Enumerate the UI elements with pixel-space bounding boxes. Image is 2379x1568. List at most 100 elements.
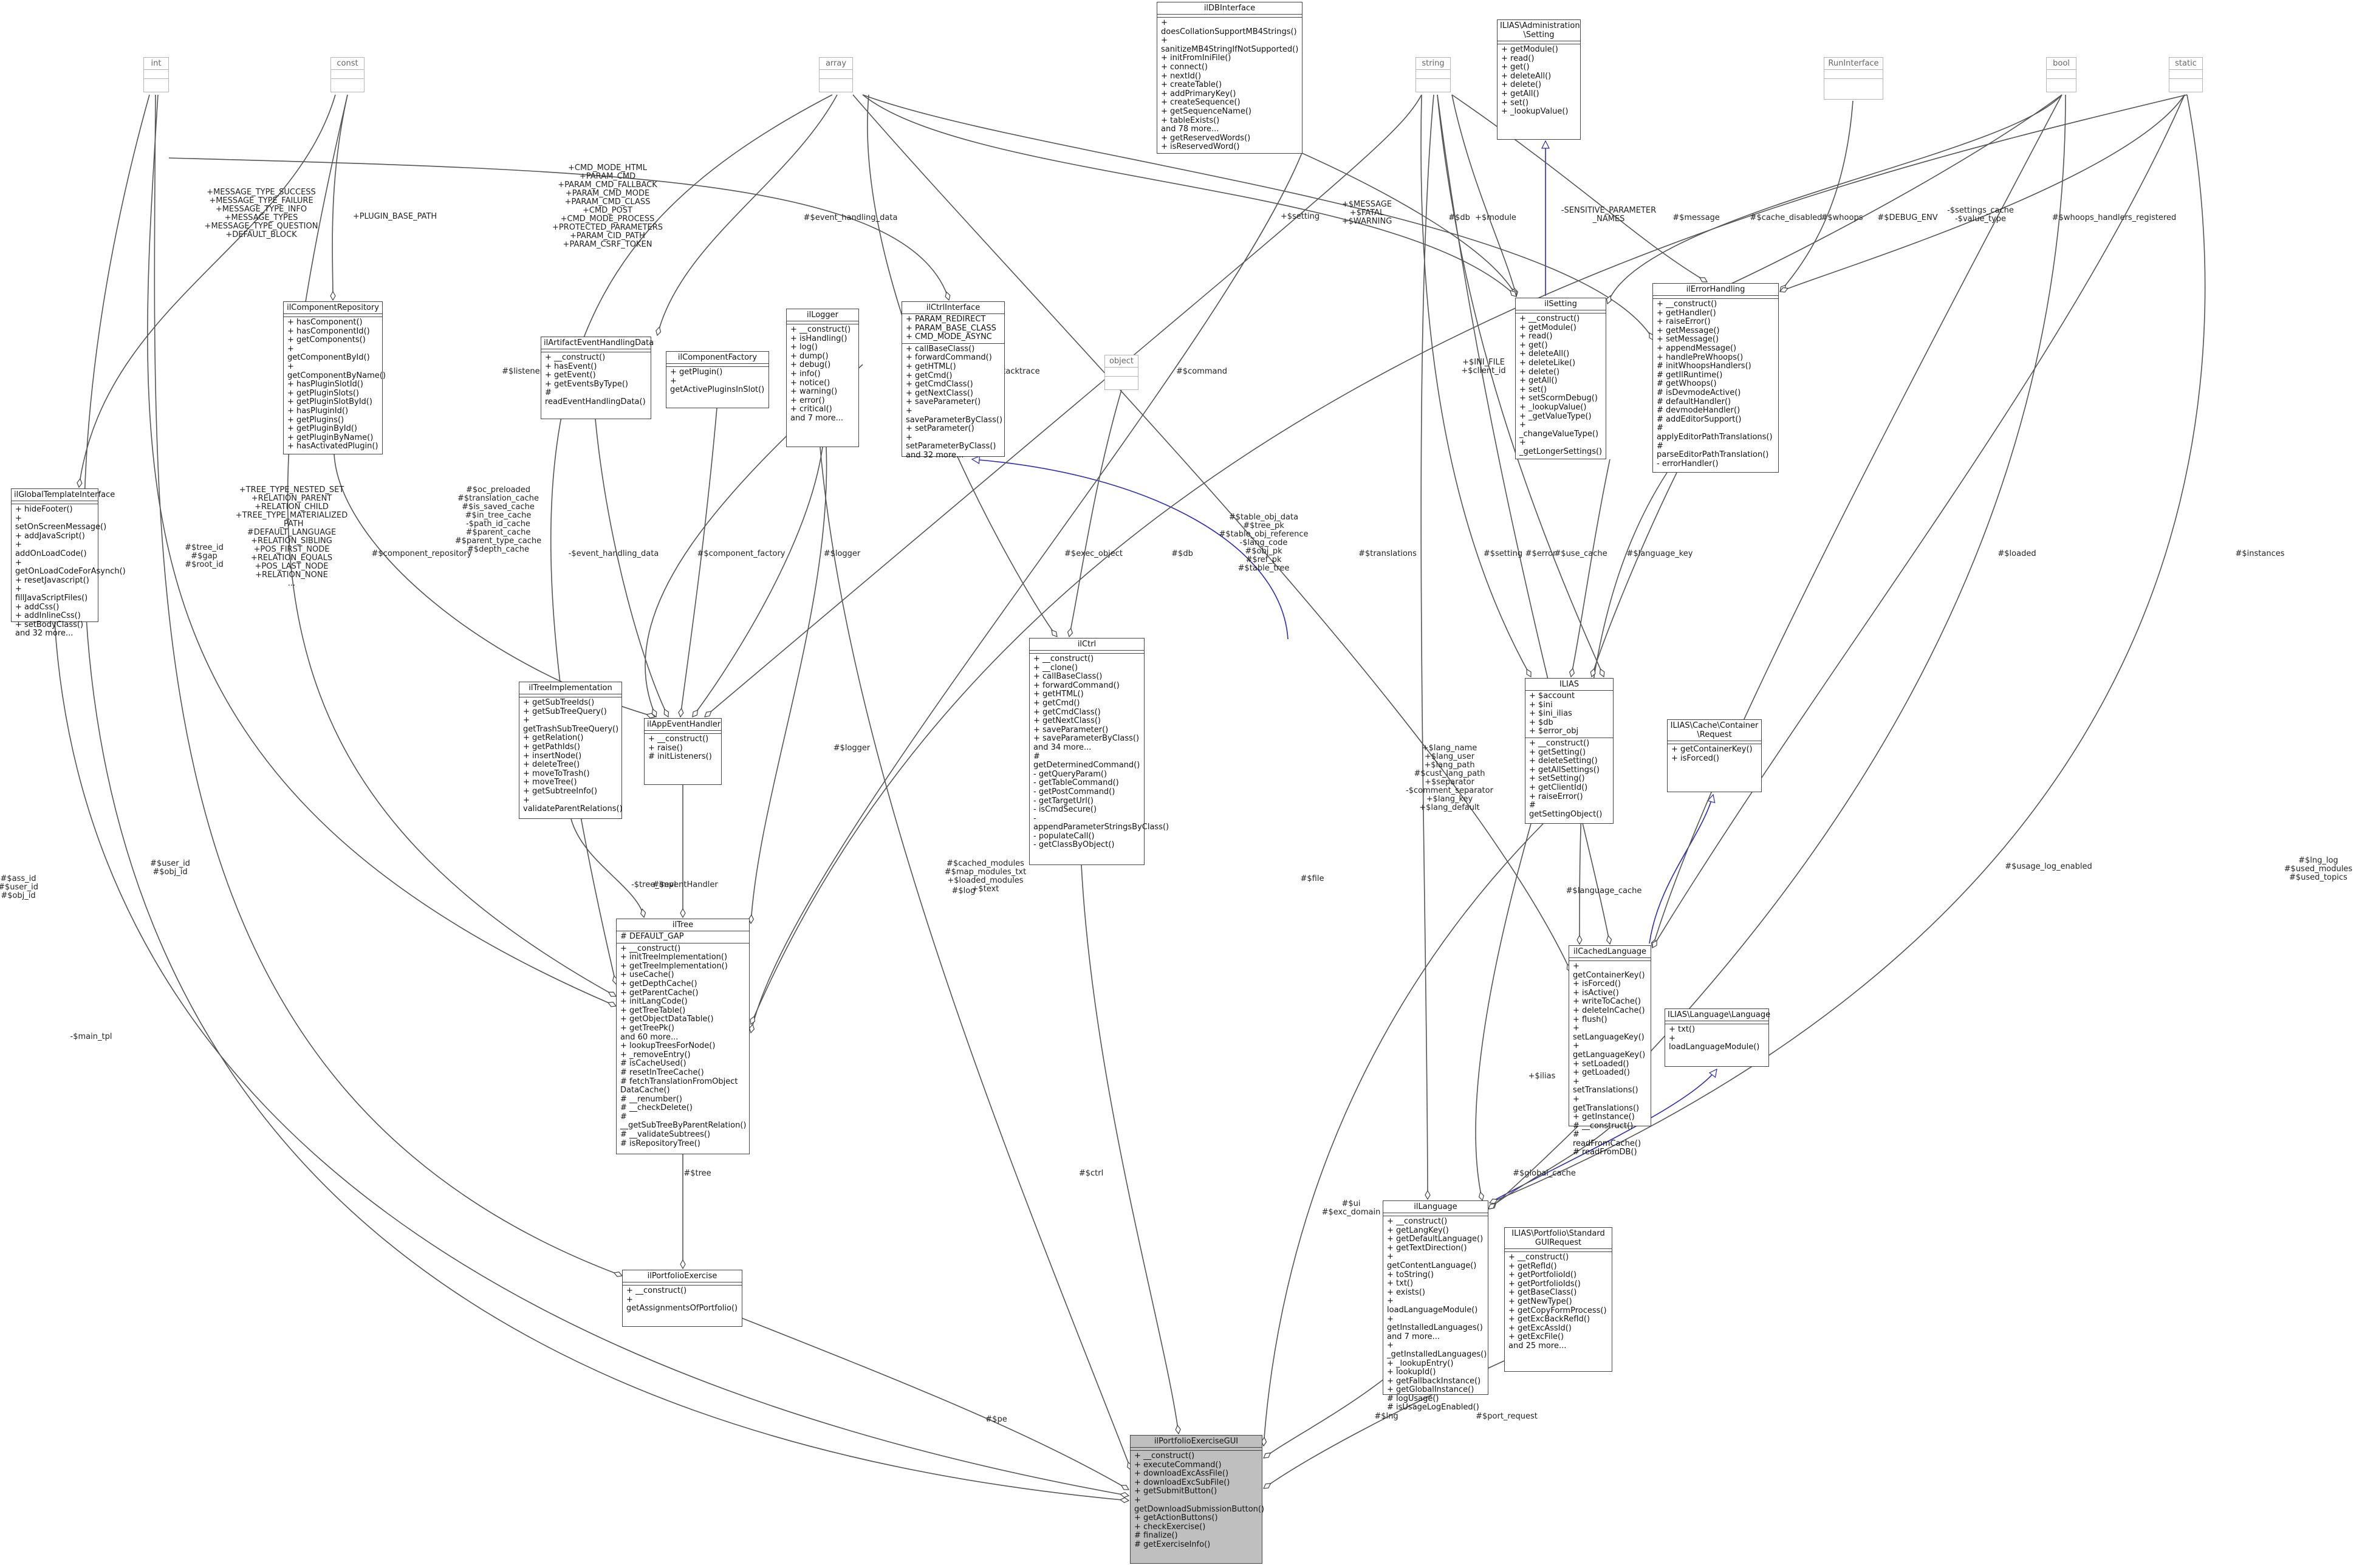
member-line: + getTreePk(): [620, 1023, 674, 1033]
ildbinterface-node[interactable]: ilDBInterface + doesCollationSupportMB4S…: [1157, 2, 1302, 154]
member-line: # finalize(): [1134, 1531, 1178, 1541]
edge-label: #$event_handling_data: [804, 213, 898, 222]
member-line: # __checkDelete(): [620, 1103, 693, 1113]
member-line: + setParameterByClass(): [906, 433, 996, 451]
member-line: + PARAM_REDIRECT: [906, 315, 986, 324]
runinterface-node[interactable]: RunInterface: [1824, 57, 1883, 100]
methods-section: + __construct()+ executeCommand()+ downl…: [1131, 1450, 1264, 1551]
member-line: - appendParameterStringsByClass(): [1033, 813, 1169, 832]
member-line: + doesCollationSupportMB4Strings(): [1161, 18, 1297, 36]
ilartifacteventhandlingdata-node[interactable]: ilArtifactEventHandlingData + __construc…: [541, 337, 654, 419]
admin-setting-node[interactable]: ILIAS\Administration \Setting + getModul…: [1497, 19, 1581, 140]
member-line: + delete(): [1501, 80, 1542, 90]
association-edge: [693, 447, 823, 717]
edge-label: -$tree_impl: [631, 880, 676, 889]
member-line: + getPluginSlots(): [287, 388, 359, 398]
association-edge: [1780, 100, 1854, 292]
node-title: RunInterface: [1824, 58, 1883, 70]
member-line: + raise(): [648, 743, 683, 753]
association-edge: [1475, 823, 1532, 1200]
edge-label: #$whoops_handlers_registered: [2052, 213, 2177, 222]
edge-label: +$setting: [1281, 212, 1320, 221]
edge-label: #$oc_preloaded#$translation_cache#$is_sa…: [455, 485, 541, 554]
association-edge: [1081, 864, 1179, 1434]
member-line: + getTrashSubTreeQuery(): [523, 716, 619, 734]
member-line: + getNextClass(): [906, 388, 974, 398]
member-line: + raiseError(): [1657, 317, 1711, 327]
member-line: + getHTML(): [906, 361, 956, 371]
member-line: + getPlugin(): [670, 368, 723, 377]
edge-label: -$event_handling_data: [569, 549, 659, 558]
edge-label: +$lang_name+$lang_user+$lang_path#$cust_…: [1406, 744, 1494, 812]
member-line: + getFallbackInstance(): [1387, 1376, 1481, 1386]
ilcomponentrepository-node[interactable]: ilComponentRepository + hasComponent()+ …: [283, 301, 386, 454]
member-line: + getNextClass(): [1033, 716, 1101, 726]
member-line: + error(): [790, 395, 825, 405]
edge-label: #$tree_id#$gap#$root_id: [185, 543, 224, 569]
edge-label: #$lng_log#$used_modules#$used_topics: [2284, 856, 2353, 882]
ilcomponentfactory-node[interactable]: ilComponentFactory + getPlugin()+ getAct…: [666, 351, 769, 408]
member-line: and 32 more...: [906, 450, 964, 460]
member-line: + getPluginByName(): [287, 433, 374, 442]
edge-label: +$INI_FILE+$client_id: [1461, 358, 1505, 375]
illanguage-node[interactable]: ilLanguage + __construct()+ getLangKey()…: [1383, 1200, 1488, 1412]
const-node[interactable]: const: [330, 57, 365, 92]
member-line: + flush(): [1573, 1015, 1607, 1024]
member-line: # __renumber(): [620, 1094, 682, 1104]
member-line: + getPortfolioIds(): [1508, 1279, 1581, 1289]
member-line: + get(): [1519, 340, 1548, 350]
association-edge: [570, 818, 644, 917]
ilportfolioexercisegui-node[interactable]: ilPortfolioExerciseGUI + __construct()+ …: [1130, 1435, 1264, 1564]
member-line: + set(): [1501, 98, 1529, 108]
ilappeventhandler-node[interactable]: ilAppEventHandler + __construct()+ raise…: [644, 718, 722, 785]
member-line: + resetJavascript(): [15, 575, 89, 585]
member-line: + getSubTreeQuery(): [523, 707, 607, 716]
edge-label: #$ui#$exc_domain: [1322, 1199, 1381, 1217]
node-title: ILIAS: [1525, 679, 1613, 691]
member-line: # __validateSubtrees(): [620, 1130, 711, 1140]
bool-node[interactable]: bool: [2046, 57, 2076, 92]
ilportfolioexercise-node[interactable]: ilPortfolioExercise + __construct()+ get…: [622, 1270, 742, 1327]
ilctrl-node[interactable]: ilCtrl + __construct()+ __clone()+ callB…: [1029, 638, 1169, 865]
ilerrorhandling-node[interactable]: ilErrorHandling + __construct()+ getHand…: [1652, 283, 1779, 473]
association-edge: [1420, 94, 1434, 1199]
cache-container-request-node[interactable]: ILIAS\Cache\Container \Request + getCont…: [1667, 719, 1762, 792]
association-edge: [751, 94, 2188, 1024]
iltreeimplementation-node[interactable]: ilTreeImplementation + getSubTreeIds()+ …: [519, 682, 623, 819]
association-edge: [1592, 472, 1677, 677]
ilctrlinterface-node[interactable]: ilCtrlInterface + PARAM_REDIRECT+ PARAM_…: [902, 301, 1005, 460]
node-title: static: [2169, 58, 2202, 70]
ilcachedlanguage-node[interactable]: ilCachedLanguage + getContainerKey()+ is…: [1569, 945, 1651, 1157]
association-edge: [1571, 459, 1611, 677]
iltree-node[interactable]: ilTree # DEFAULT_GAP + __construct()+ in…: [616, 919, 750, 1154]
edge-label: #$user_id#$obj_id: [150, 859, 190, 877]
int-node[interactable]: int: [143, 57, 169, 92]
member-line: + connect(): [1161, 62, 1208, 72]
member-line: + addCss(): [15, 602, 60, 612]
edge-label: +MESSAGE_TYPE_SUCCESS+MESSAGE_TYPE_FAILU…: [205, 188, 318, 239]
language-language-node[interactable]: ILIAS\Language\Language + txt()+ loadLan…: [1665, 1008, 1770, 1067]
member-line: # __construct(): [1573, 1121, 1634, 1131]
member-line: # isUsageLogEnabled(): [1387, 1403, 1479, 1412]
portfolio-request-node[interactable]: ILIAS\Portfolio\Standard GUIRequest + __…: [1504, 1227, 1612, 1372]
edge-label: #$log: [952, 886, 976, 895]
string-node[interactable]: string: [1415, 57, 1451, 92]
member-line: # getWhoops(): [1657, 379, 1717, 389]
member-line: + setLanguageKey(): [1573, 1024, 1645, 1042]
member-line: + CMD_MODE_ASYNC: [906, 332, 992, 342]
member-line: # getDeterminedCommand(): [1033, 751, 1140, 770]
node-title: ilLogger: [787, 309, 858, 321]
edge-label: #$file: [1301, 874, 1324, 883]
ilias-node[interactable]: ILIAS + $account+ $ini+ $ini_ilias+ $db+…: [1525, 678, 1614, 824]
illogger-node[interactable]: ilLogger + __construct()+ isHandling()+ …: [786, 309, 859, 447]
member-line: + notice(): [790, 378, 830, 388]
ilglobaltemplateinterface-node[interactable]: ilGlobalTemplateInterface + hideFooter()…: [11, 488, 126, 638]
member-line: + lookupTreesForNode(): [620, 1041, 716, 1051]
methods-section: + __construct()+ __clone()+ callBaseClas…: [1030, 653, 1169, 851]
ilsetting-node[interactable]: ilSetting + __construct()+ getModule()+ …: [1515, 298, 1606, 459]
member-line: + hasEvent(): [545, 361, 597, 371]
array-node[interactable]: array: [819, 57, 853, 92]
object-node[interactable]: object: [1104, 355, 1138, 390]
static-node[interactable]: static: [2169, 57, 2203, 92]
